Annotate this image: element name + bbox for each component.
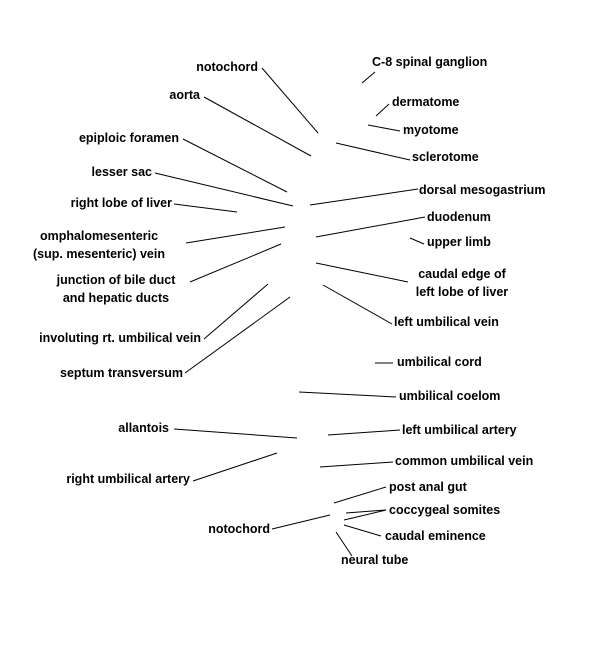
label-right-lobe-liver: right lobe of liver bbox=[70, 196, 172, 210]
leader-left-umbilical-vein bbox=[322, 284, 393, 325]
leader-caudal-eminence bbox=[343, 524, 382, 537]
leader-duodenum bbox=[315, 216, 426, 238]
label-coccygeal-somites: coccygeal somites bbox=[389, 503, 501, 517]
label-upper-limb: upper limb bbox=[427, 235, 491, 249]
leader-sclerotome bbox=[335, 142, 411, 161]
leader-dorsal-mesogastrium bbox=[309, 188, 419, 206]
label-duodenum: duodenum bbox=[427, 210, 491, 224]
label-caudal-edge-line1: caudal edge of bbox=[418, 267, 506, 281]
label-myotome: myotome bbox=[403, 123, 459, 137]
label-aorta: aorta bbox=[169, 88, 200, 102]
label-septum-transversum: septum transversum bbox=[60, 366, 183, 380]
label-epiploic-foramen: epiploic foramen bbox=[78, 131, 179, 145]
leader-right-umbilical-artery bbox=[192, 452, 278, 482]
label-left-umbilical-vein: left umbilical vein bbox=[394, 315, 499, 329]
label-umbilical-cord: umbilical cord bbox=[397, 355, 482, 369]
label-neural-tube: neural tube bbox=[341, 553, 409, 567]
leader-notochord-bottom bbox=[271, 514, 331, 530]
leader-lesser-sac bbox=[154, 172, 294, 207]
label-dorsal-mesogastrium: dorsal mesogastrium bbox=[419, 183, 546, 197]
leader-dermatome bbox=[375, 103, 390, 117]
label-common-umbilical-vein: common umbilical vein bbox=[395, 454, 534, 468]
leader-left-umbilical-artery bbox=[327, 429, 401, 436]
leader-caudal-edge-liver bbox=[315, 262, 409, 283]
leader-notochord-top bbox=[261, 67, 319, 134]
label-dermatome: dermatome bbox=[392, 95, 460, 109]
leader-coccygeal-somites-1 bbox=[345, 509, 387, 514]
label-notochord-top: notochord bbox=[196, 60, 258, 74]
leader-myotome bbox=[367, 124, 401, 132]
label-umbilical-coelom: umbilical coelom bbox=[399, 389, 501, 403]
leader-aorta bbox=[203, 96, 312, 157]
leader-common-umbilical-vein bbox=[319, 461, 394, 468]
label-omphalomesenteric-line1: omphalomesenteric bbox=[39, 229, 159, 243]
leader-neural-tube bbox=[335, 531, 353, 557]
leader-allantois bbox=[173, 428, 298, 439]
label-lesser-sac: lesser sac bbox=[91, 165, 152, 179]
label-junction-line2: and hepatic ducts bbox=[62, 291, 170, 305]
label-junction-ducts: junction of bile duct and hepatic ducts bbox=[40, 271, 192, 307]
label-omphalomesenteric: omphalomesenteric (sup. mesenteric) vein bbox=[12, 227, 186, 263]
label-post-anal-gut: post anal gut bbox=[389, 480, 467, 494]
label-involuting-vein: involuting rt. umbilical vein bbox=[39, 331, 201, 345]
leader-c8-ganglion bbox=[361, 71, 376, 84]
label-left-umbilical-artery: left umbilical artery bbox=[402, 423, 517, 437]
leader-upper-limb bbox=[409, 237, 425, 245]
leader-involuting-vein bbox=[203, 283, 269, 340]
label-caudal-eminence: caudal eminence bbox=[385, 529, 486, 543]
leader-post-anal-gut bbox=[333, 486, 387, 504]
label-notochord-bottom: notochord bbox=[208, 522, 270, 536]
label-caudal-edge-line2: left lobe of liver bbox=[415, 285, 509, 299]
leader-umbilical-coelom bbox=[298, 391, 397, 398]
leader-epiploic-foramen bbox=[182, 138, 288, 193]
label-allantois: allantois bbox=[118, 421, 169, 435]
label-right-umbilical-artery: right umbilical artery bbox=[66, 472, 190, 486]
leader-junction-ducts bbox=[189, 243, 282, 283]
leader-coccygeal-somites-2 bbox=[343, 509, 387, 521]
label-caudal-edge-liver: caudal edge of left lobe of liver bbox=[406, 265, 518, 301]
label-omphalomesenteric-line2: (sup. mesenteric) vein bbox=[33, 247, 165, 261]
leader-septum-transversum bbox=[184, 296, 291, 374]
leader-omphalomesenteric bbox=[185, 226, 286, 244]
label-sclerotome: sclerotome bbox=[412, 150, 479, 164]
leader-right-lobe-liver bbox=[173, 203, 238, 213]
label-c8-ganglion: C-8 spinal ganglion bbox=[372, 55, 488, 69]
label-junction-line1: junction of bile duct bbox=[56, 273, 176, 287]
